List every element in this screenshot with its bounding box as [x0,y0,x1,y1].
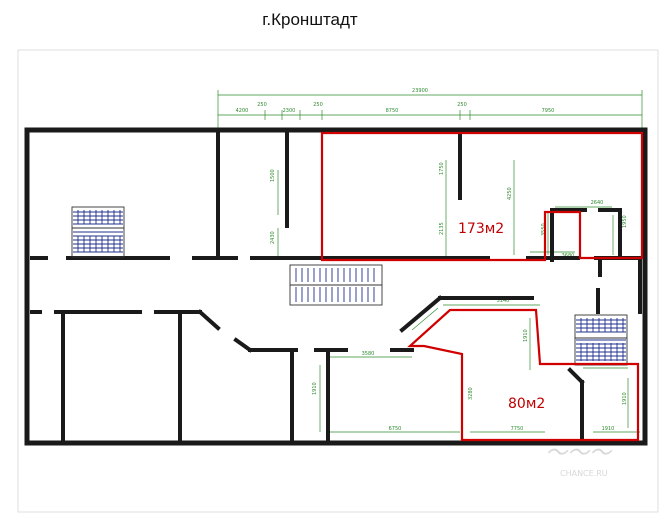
dim-top-1: 4200 [236,108,249,114]
dim-h-6: 7750 [511,426,524,432]
dim-h-1: 2640 [591,200,604,206]
drawing-frame [17,49,659,513]
watermark-text: CHANCE.RU [560,469,608,478]
dim-v-5: 4250 [507,187,513,200]
dim-v-1: 1500 [270,169,276,182]
stair-left [71,206,125,258]
stairs [71,206,628,366]
dim-top-6: 250 [457,102,467,108]
watermark-logo: 〜〜〜 [545,441,613,466]
outer-wall [24,127,648,446]
dim-top-5: 8750 [386,108,399,114]
page-title: г.Кронштадт [262,10,358,29]
area-label-80: 80м2 [508,396,545,412]
dimension-lines [217,90,643,433]
area-label-173: 173м2 [458,221,504,237]
dim-h-4: 5140 [497,298,510,304]
dim-top-3: 2300 [283,108,296,114]
dim-v-10: 1910 [312,382,318,395]
dim-v-9: 3280 [468,387,474,400]
stair-right [574,314,628,366]
dim-top-4: 250 [313,102,323,108]
area-173-outline [320,131,644,262]
watermark: 〜〜〜 CHANCE.RU [545,441,613,478]
dim-h-5: 6750 [389,426,402,432]
dim-v-2: 2430 [270,231,276,244]
walls [24,127,648,446]
area-80-outline [407,308,640,442]
dim-h-7: 1910 [602,426,615,432]
dim-v-7: 1950 [622,215,628,228]
dim-total: 23900 [412,88,428,94]
dim-v-4: 2135 [439,222,445,235]
highlighted-areas [320,131,644,442]
dim-v-11: 1910 [622,392,628,405]
dim-top-2: 250 [257,102,267,108]
dim-v-3: 1750 [439,162,445,175]
dim-v-8: 1910 [523,329,529,342]
dim-top-7: 7950 [542,108,555,114]
stair-center [289,264,383,306]
dim-h-3: 3580 [362,351,375,357]
